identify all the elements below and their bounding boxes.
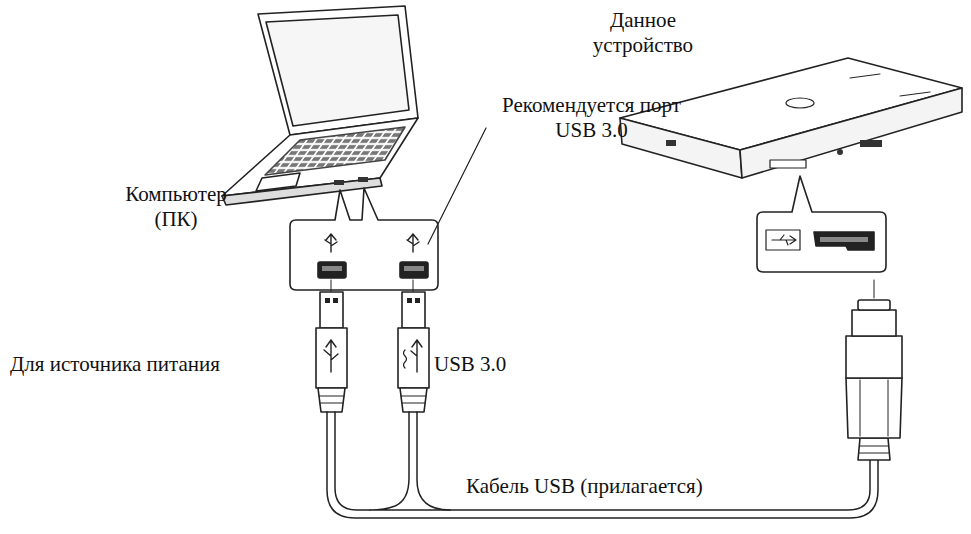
laptop xyxy=(222,6,418,205)
usb-cable xyxy=(327,412,878,518)
usb-plug-label: USB 3.0 xyxy=(434,352,554,377)
port-callout xyxy=(290,188,438,290)
computer-label: Компьютер (ПК) xyxy=(106,182,246,232)
usb-plug-3-0 xyxy=(398,280,429,412)
port-recommendation-label: Рекомендуется порт USB 3.0 xyxy=(484,93,699,143)
device-port-callout xyxy=(757,176,886,272)
cable-label: Кабель USB (прилагается) xyxy=(466,474,796,499)
power-plug-label: Для источника питания xyxy=(10,352,300,377)
optical-drive xyxy=(620,58,962,178)
usb-plug-power xyxy=(316,280,347,412)
usb-micro-b-plug xyxy=(846,280,902,460)
device-label: Данное устройство xyxy=(578,8,708,58)
leader-line xyxy=(428,128,486,244)
